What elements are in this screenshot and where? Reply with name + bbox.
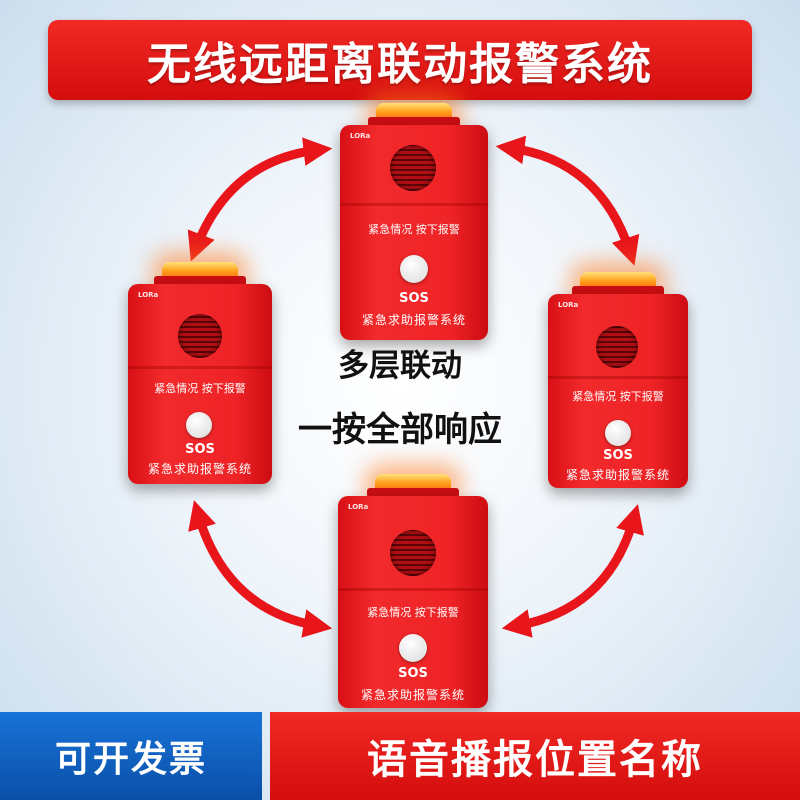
center-line-2: 一按全部响应	[298, 410, 502, 450]
sos-button-icon[interactable]	[605, 420, 631, 446]
device-hint: 紧急情况 按下报警	[368, 223, 460, 236]
speaker-grille-icon	[596, 326, 638, 368]
sos-button-icon[interactable]	[399, 634, 427, 662]
bottom-bar: 可开发票 语音播报位置名称	[0, 712, 800, 800]
center-line-1: 多层联动	[338, 348, 462, 384]
alarm-device-right: LORa 紧急情况 按下报警 SOS 紧急求助报警系统	[548, 272, 688, 488]
voice-feature-text: 语音播报位置名称	[367, 737, 703, 783]
brand-logo: LORa	[138, 291, 159, 299]
voice-feature-badge: 语音播报位置名称	[270, 712, 800, 800]
alarm-device-left: LORa 紧急情况 按下报警 SOS 紧急求助报警系统	[128, 262, 272, 484]
device-hint: 紧急情况 按下报警	[367, 606, 459, 619]
brand-logo: LORa	[558, 301, 579, 309]
alarm-device-top: LORa 紧急情况 按下报警 SOS 紧急求助报警系统	[340, 103, 488, 340]
brand-logo: LORa	[350, 132, 371, 140]
arrow-top-left-icon	[187, 137, 333, 262]
speaker-grille-icon	[390, 530, 436, 576]
device-name: 紧急求助报警系统	[361, 313, 466, 327]
device-hint: 紧急情况 按下报警	[154, 382, 246, 395]
title-banner: 无线远距离联动报警系统	[48, 20, 752, 100]
device-name: 紧急求助报警系统	[565, 468, 670, 482]
device-hint: 紧急情况 按下报警	[572, 390, 664, 403]
device-sos: SOS	[185, 442, 215, 457]
banner-title: 无线远距离联动报警系统	[147, 39, 653, 90]
arrow-bottom-left-icon	[188, 500, 333, 638]
speaker-grille-icon	[178, 314, 222, 358]
invoice-text: 可开发票	[54, 739, 207, 780]
sos-button-icon[interactable]	[186, 412, 212, 438]
sos-button-icon[interactable]	[400, 255, 428, 283]
device-sos: SOS	[399, 291, 429, 306]
device-name: 紧急求助报警系统	[360, 688, 465, 702]
device-sos: SOS	[398, 666, 428, 681]
alarm-device-bottom: LORa 紧急情况 按下报警 SOS 紧急求助报警系统	[338, 474, 488, 708]
device-name: 紧急求助报警系统	[147, 462, 252, 476]
brand-logo: LORa	[348, 503, 369, 511]
invoice-badge: 可开发票	[0, 712, 262, 800]
speaker-grille-icon	[390, 145, 436, 191]
device-sos: SOS	[603, 448, 633, 463]
arrow-top-right-icon	[495, 135, 640, 266]
arrow-bottom-right-icon	[501, 504, 644, 638]
